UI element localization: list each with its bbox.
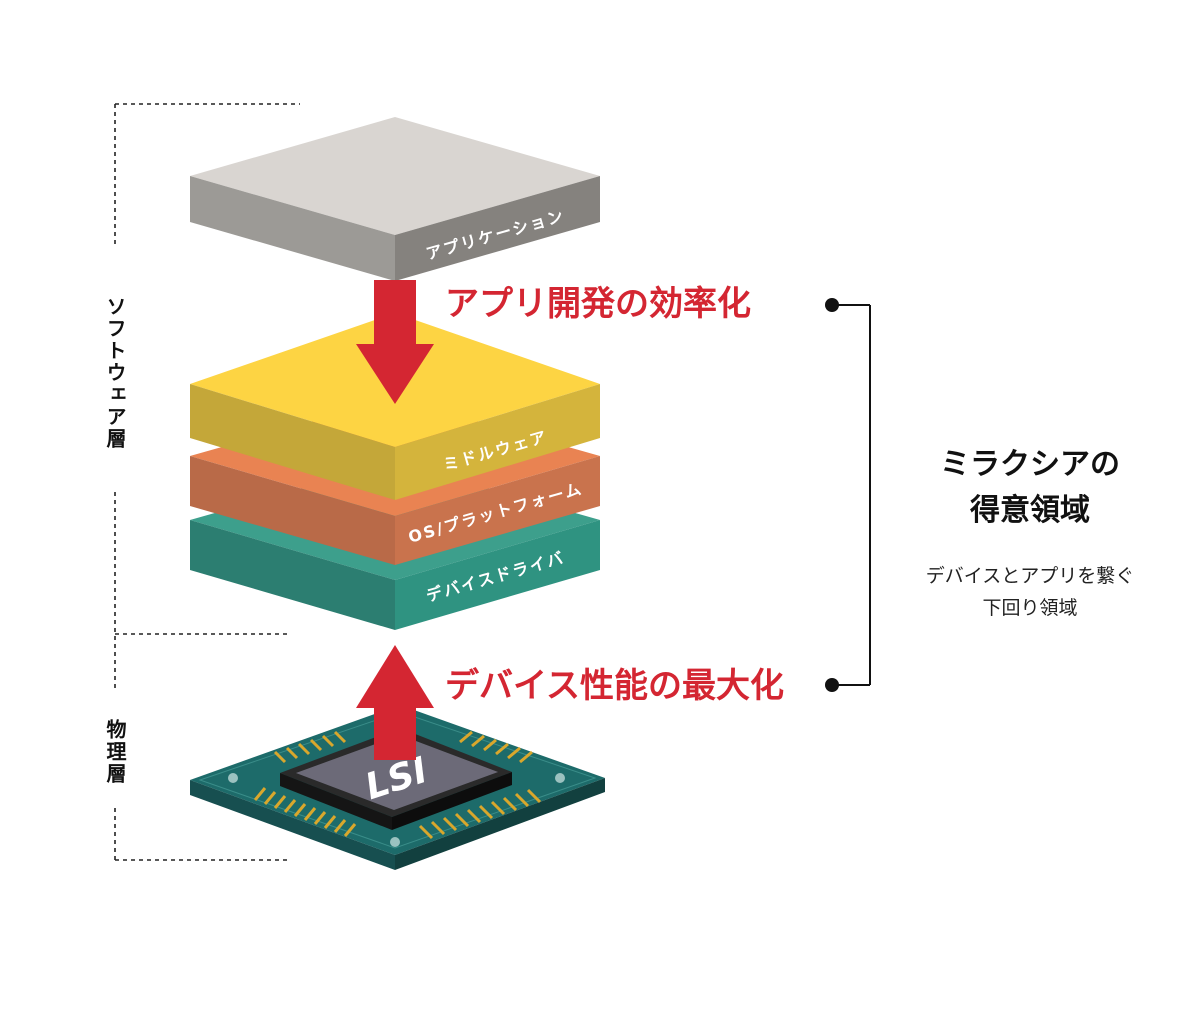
physical-layer-label: 物理層 [103,719,127,785]
down-arrow [356,280,434,404]
app-efficiency-label: アプリ開発の効率化 [445,284,751,324]
bracket-dot-top [825,298,839,312]
device-performance-label: デバイス性能の最大化 [445,666,784,706]
mount-hole [228,773,238,783]
software-bracket [114,103,300,635]
domain-title-line1: ミラクシアの [940,447,1120,482]
domain-bracket [825,298,871,692]
software-layer-label: ソフトウェア層 [103,296,127,450]
application-layer: アプリケーション [190,117,600,281]
mount-hole [555,773,565,783]
lsi-chip: LSI [190,705,605,870]
domain-desc-line1: デバイスとアプリを繋ぐ [925,565,1135,587]
chip-pins [253,730,542,840]
domain-title-line2: 得意領域 [970,493,1090,528]
bracket-dot-bottom [825,678,839,692]
domain-description: デバイスとアプリを繋ぐ 下回り領域 [870,560,1190,624]
mount-hole [390,837,400,847]
physical-bracket [114,636,290,861]
domain-desc-line2: 下回り領域 [982,597,1078,619]
domain-title: ミラクシアの 得意領域 [900,442,1160,534]
up-arrow [356,645,434,760]
